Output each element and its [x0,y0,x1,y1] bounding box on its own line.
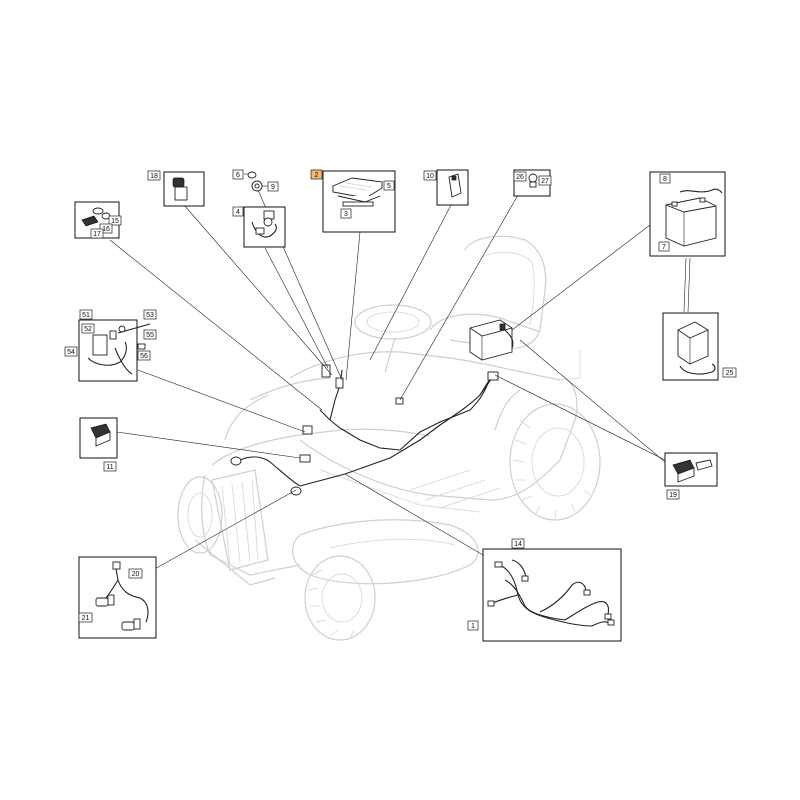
svg-text:15: 15 [111,218,119,225]
component-2-box [322,170,396,233]
svg-text:7: 7 [662,244,666,251]
svg-text:52: 52 [84,326,92,333]
label-1: 1 [467,620,479,631]
component-6-9-parts [244,171,268,192]
svg-text:8: 8 [663,176,667,183]
label-16: 16 [99,223,113,234]
svg-text:21: 21 [82,615,90,622]
svg-text:11: 11 [106,464,113,471]
svg-text:16: 16 [102,226,110,233]
label-4: 4 [232,206,244,217]
svg-text:6: 6 [236,172,240,179]
svg-text:3: 3 [344,211,348,218]
label-10: 10 [423,170,437,181]
svg-text:4: 4 [236,209,240,216]
svg-text:18: 18 [150,173,158,180]
label-20: 20 [128,568,143,579]
main-harness-routing [230,364,499,496]
label-14: 14 [511,538,525,549]
component-4-box [243,206,286,248]
svg-text:19: 19 [669,492,677,499]
svg-text:9: 9 [271,184,275,191]
label-6: 6 [232,169,244,180]
svg-text:55: 55 [146,332,154,339]
svg-text:5: 5 [387,183,391,190]
label-9: 9 [267,181,279,192]
label-2: 2 [310,169,323,180]
label-52: 52 [81,323,95,334]
svg-text:53: 53 [146,312,154,319]
svg-text:1: 1 [471,623,475,630]
component-11-box [79,417,118,459]
label-18: 18 [147,170,161,181]
label-53: 53 [143,309,157,320]
svg-text:27: 27 [541,178,549,185]
svg-text:2: 2 [315,172,319,179]
label-26: 26 [513,171,527,182]
label-15: 15 [108,215,122,226]
label-25: 25 [722,367,737,378]
svg-text:54: 54 [67,349,75,356]
label-27: 27 [538,175,552,186]
battery-on-tractor [469,319,514,361]
component-19-box [664,452,718,487]
label-5: 5 [383,180,395,191]
svg-text:10: 10 [426,173,434,180]
component-20-21-box [78,556,157,639]
svg-text:26: 26 [516,174,524,181]
component-10-box [436,169,469,206]
label-8: 8 [659,173,671,184]
component-18-box [163,171,205,207]
label-21: 21 [78,612,93,623]
label-19: 19 [666,489,680,500]
label-7: 7 [658,241,670,252]
svg-text:14: 14 [514,541,522,548]
label-55: 55 [143,329,157,340]
label-3: 3 [340,208,352,219]
svg-text:17: 17 [93,231,101,238]
svg-text:51: 51 [82,312,90,319]
label-54: 54 [64,346,78,357]
svg-text:20: 20 [132,571,140,578]
svg-text:25: 25 [726,370,734,377]
label-11: 11 [103,461,117,472]
component-25-charger-box [662,312,719,381]
svg-text:56: 56 [140,353,148,360]
label-51: 51 [79,309,93,320]
label-17: 17 [90,228,104,239]
component-1-harness-box [482,548,622,642]
leader-lines [109,189,691,581]
label-56: 56 [137,350,151,361]
